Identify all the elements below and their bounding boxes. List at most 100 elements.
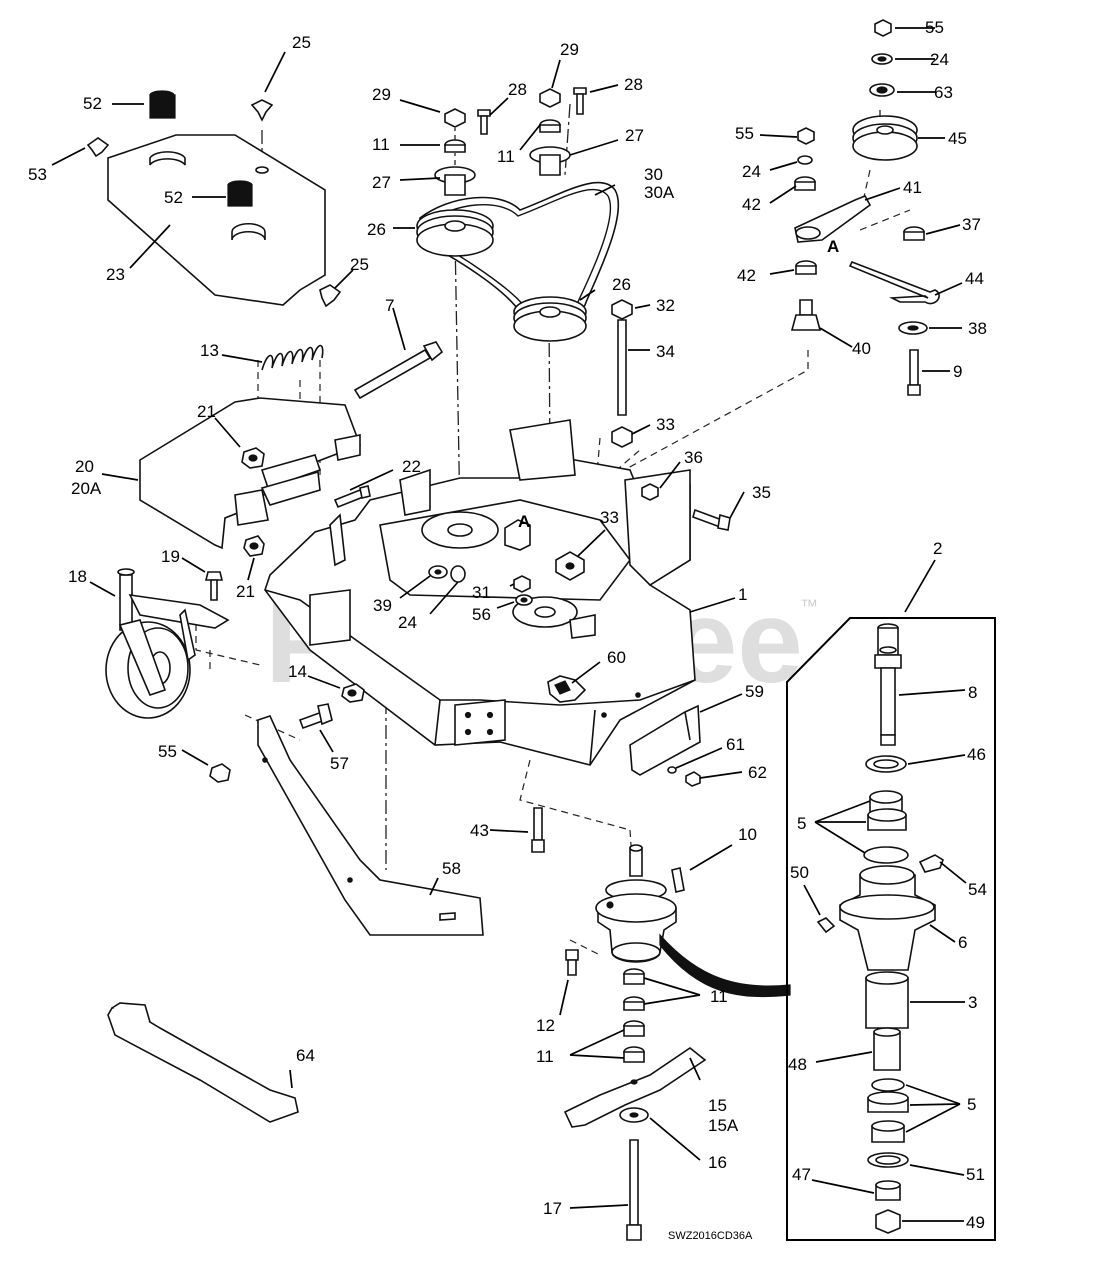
- spindle-detail-inset: [786, 617, 996, 1241]
- label-16: 16: [708, 1153, 727, 1172]
- nut-55-baffle: [209, 763, 231, 783]
- label-51: 51: [966, 1165, 985, 1184]
- pulley-26-left: [416, 209, 494, 257]
- shaft-8: [874, 623, 902, 746]
- label-55-baffle: 55: [158, 742, 177, 761]
- washer-24-deck: [450, 565, 466, 583]
- label-6: 6: [958, 933, 967, 952]
- label-55-arm: 55: [735, 124, 754, 143]
- nut-31: [513, 575, 531, 593]
- label-56: 56: [472, 605, 491, 624]
- label-63: 63: [934, 83, 953, 102]
- washer-24-arm: [797, 155, 813, 165]
- bracket-a: A: [504, 512, 531, 551]
- bearing-63: [869, 83, 895, 97]
- idler-shaft-40: [790, 299, 822, 331]
- label-45: 45: [948, 129, 967, 148]
- leader-lines: [51, 27, 967, 1222]
- wing-nut-25-upper: [250, 99, 274, 122]
- label-42-upper: 42: [742, 195, 761, 214]
- label-15a: 15A: [708, 1116, 739, 1135]
- hub-27-left: [434, 166, 476, 196]
- belt-cover-23: [107, 134, 326, 306]
- spring-13: [261, 344, 324, 371]
- label-10: 10: [738, 825, 757, 844]
- label-27-right: 27: [625, 126, 644, 145]
- nut-62: [685, 771, 701, 787]
- wing-nut-25-lower: [319, 284, 342, 308]
- label-11-stack-upper: 11: [710, 987, 728, 1006]
- pulley-45: [852, 115, 918, 161]
- bolt-17: [626, 1139, 642, 1241]
- seal-51: [867, 1152, 909, 1168]
- label-7: 7: [385, 296, 394, 315]
- bushing-47: [875, 1180, 901, 1201]
- label-52-lower: 52: [164, 188, 183, 207]
- idler-arm-41: [794, 194, 872, 243]
- label-13: 13: [200, 341, 219, 360]
- label-52-top: 52: [83, 94, 102, 113]
- threaded-rod-34: [617, 319, 627, 416]
- baffle-58: [257, 715, 484, 936]
- washer-16: [619, 1107, 649, 1123]
- washer-61: [667, 766, 677, 774]
- label-27-left: 27: [372, 173, 391, 192]
- label-18: 18: [68, 567, 87, 586]
- bolt-57: [298, 703, 333, 730]
- label-38: 38: [968, 319, 987, 338]
- label-29-left: 29: [372, 85, 391, 104]
- nut-32: [611, 299, 633, 320]
- washer-38: [898, 321, 928, 335]
- bearing-42-lower: [795, 260, 817, 275]
- label-60: 60: [607, 648, 626, 667]
- label-23: 23: [106, 265, 125, 284]
- nut-55-arm: [797, 127, 815, 145]
- label-5-lower: 5: [967, 1095, 976, 1114]
- bolt-28-left: [477, 109, 491, 135]
- label-26-left: 26: [367, 220, 386, 239]
- label-21-lower: 21: [236, 582, 255, 601]
- label-20a: 20A: [71, 479, 102, 498]
- label-3: 3: [968, 993, 977, 1012]
- label-29-right: 29: [560, 40, 579, 59]
- spacer-11-left: [444, 139, 466, 153]
- bearing-42-upper: [794, 176, 816, 191]
- label-46: 46: [967, 745, 986, 764]
- label-59: 59: [745, 682, 764, 701]
- detail-callout-connector: [659, 933, 791, 998]
- label-22: 22: [402, 457, 421, 476]
- label-25-lower: 25: [350, 255, 369, 274]
- label-33-rod: 33: [656, 415, 675, 434]
- label-42-lower: 42: [737, 266, 756, 285]
- label-53: 53: [28, 165, 47, 184]
- label-48: 48: [788, 1055, 807, 1074]
- label-28-left: 28: [508, 80, 527, 99]
- caster-wheel-assembly-18: [105, 568, 230, 719]
- nut-29-right: [539, 88, 561, 108]
- label-5-upper: 5: [797, 814, 806, 833]
- label-8: 8: [968, 683, 977, 702]
- watermark-trademark: ™: [800, 596, 818, 616]
- nut-49: [875, 1209, 901, 1234]
- spindle-housing-assembly: [595, 844, 677, 963]
- bearing-5-upper: [863, 790, 909, 864]
- label-19: 19: [161, 547, 180, 566]
- nut-36: [641, 483, 659, 501]
- label-1: 1: [738, 585, 747, 604]
- bolt-43: [531, 807, 545, 853]
- label-50: 50: [790, 863, 809, 882]
- label-55-top: 55: [925, 18, 944, 37]
- sleeve-3: [865, 971, 909, 1029]
- label-14: 14: [288, 662, 307, 681]
- screw-50: [816, 917, 836, 934]
- spacer-11-right: [539, 119, 561, 133]
- label-32: 32: [656, 296, 675, 315]
- label-40: 40: [852, 339, 871, 358]
- ref-a-deck: A: [518, 512, 530, 531]
- nut-29-left: [444, 108, 466, 128]
- label-47: 47: [792, 1165, 811, 1184]
- label-49: 49: [966, 1213, 985, 1232]
- label-62: 62: [748, 763, 767, 782]
